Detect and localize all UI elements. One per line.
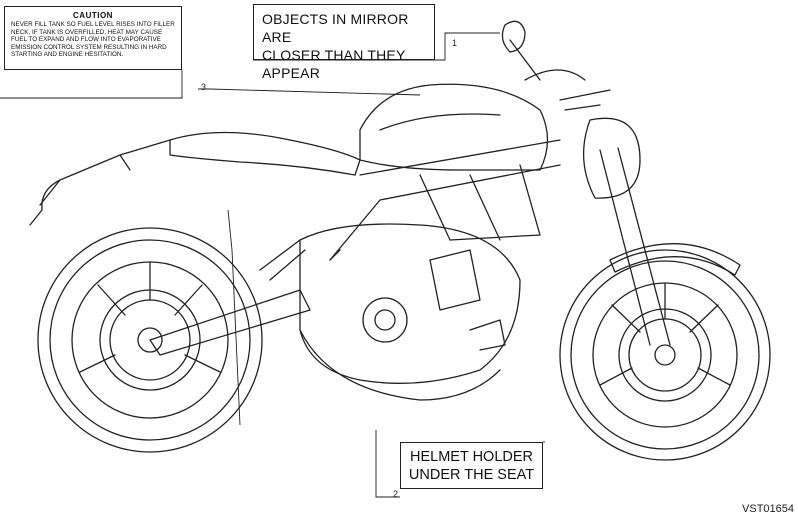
swingarm <box>149 289 311 356</box>
caution-line: EMISSION CONTROL SYSTEM RESULTING IN HAR… <box>11 43 167 51</box>
caution-line: NEVER FILL TANK SO FUEL LEVEL RISES INTO… <box>11 21 175 28</box>
helmet-line: HELMET HOLDER <box>409 449 533 465</box>
tail-section <box>39 139 171 206</box>
seat <box>169 131 361 176</box>
figure-code: VST01654 <box>742 503 794 515</box>
leader-lines <box>0 32 545 498</box>
helmet-line: UNDER THE SEAT <box>408 467 535 483</box>
caution-title: CAUTION <box>73 11 113 20</box>
caution-label: CAUTION NEVER FILL TANK SO FUEL LEVEL RI… <box>4 6 182 70</box>
caution-text: NEVER FILL TANK SO FUEL LEVEL RISES INTO… <box>11 21 175 59</box>
trellis-frame <box>329 139 561 261</box>
handlebar <box>559 89 611 111</box>
rear-shock <box>259 239 306 281</box>
front-fork <box>599 147 671 346</box>
fuel-tank <box>359 83 549 171</box>
mirror <box>501 20 541 81</box>
caution-line: NECK. IF TANK IS OVERFILLED, HEAT MAY CA… <box>11 28 163 36</box>
mirror-label: OBJECTS IN MIRROR ARE CLOSER THAN THEY A… <box>253 4 435 81</box>
callout-3: 3 <box>201 82 207 92</box>
callout-2: 2 <box>393 489 399 499</box>
caution-line: STARTING AND ENGINE HESITATION. <box>11 51 124 59</box>
callout-1: 1 <box>452 38 458 48</box>
helmet-holder-label: HELMET HOLDER UNDER THE SEAT <box>400 442 543 489</box>
rear-wheel <box>37 227 263 453</box>
exhaust-pipe <box>299 329 501 401</box>
front-fender <box>609 243 741 276</box>
front-wheel <box>559 249 771 461</box>
engine <box>299 223 521 384</box>
caution-line: FUEL TO EXPAND AND FLOW INTO EVAPORATIVE <box>11 36 161 44</box>
headlight <box>582 117 641 199</box>
mirror-line: CLOSER THAN THEY APPEAR <box>262 47 406 81</box>
mirror-line: OBJECTS IN MIRROR ARE <box>262 11 409 45</box>
